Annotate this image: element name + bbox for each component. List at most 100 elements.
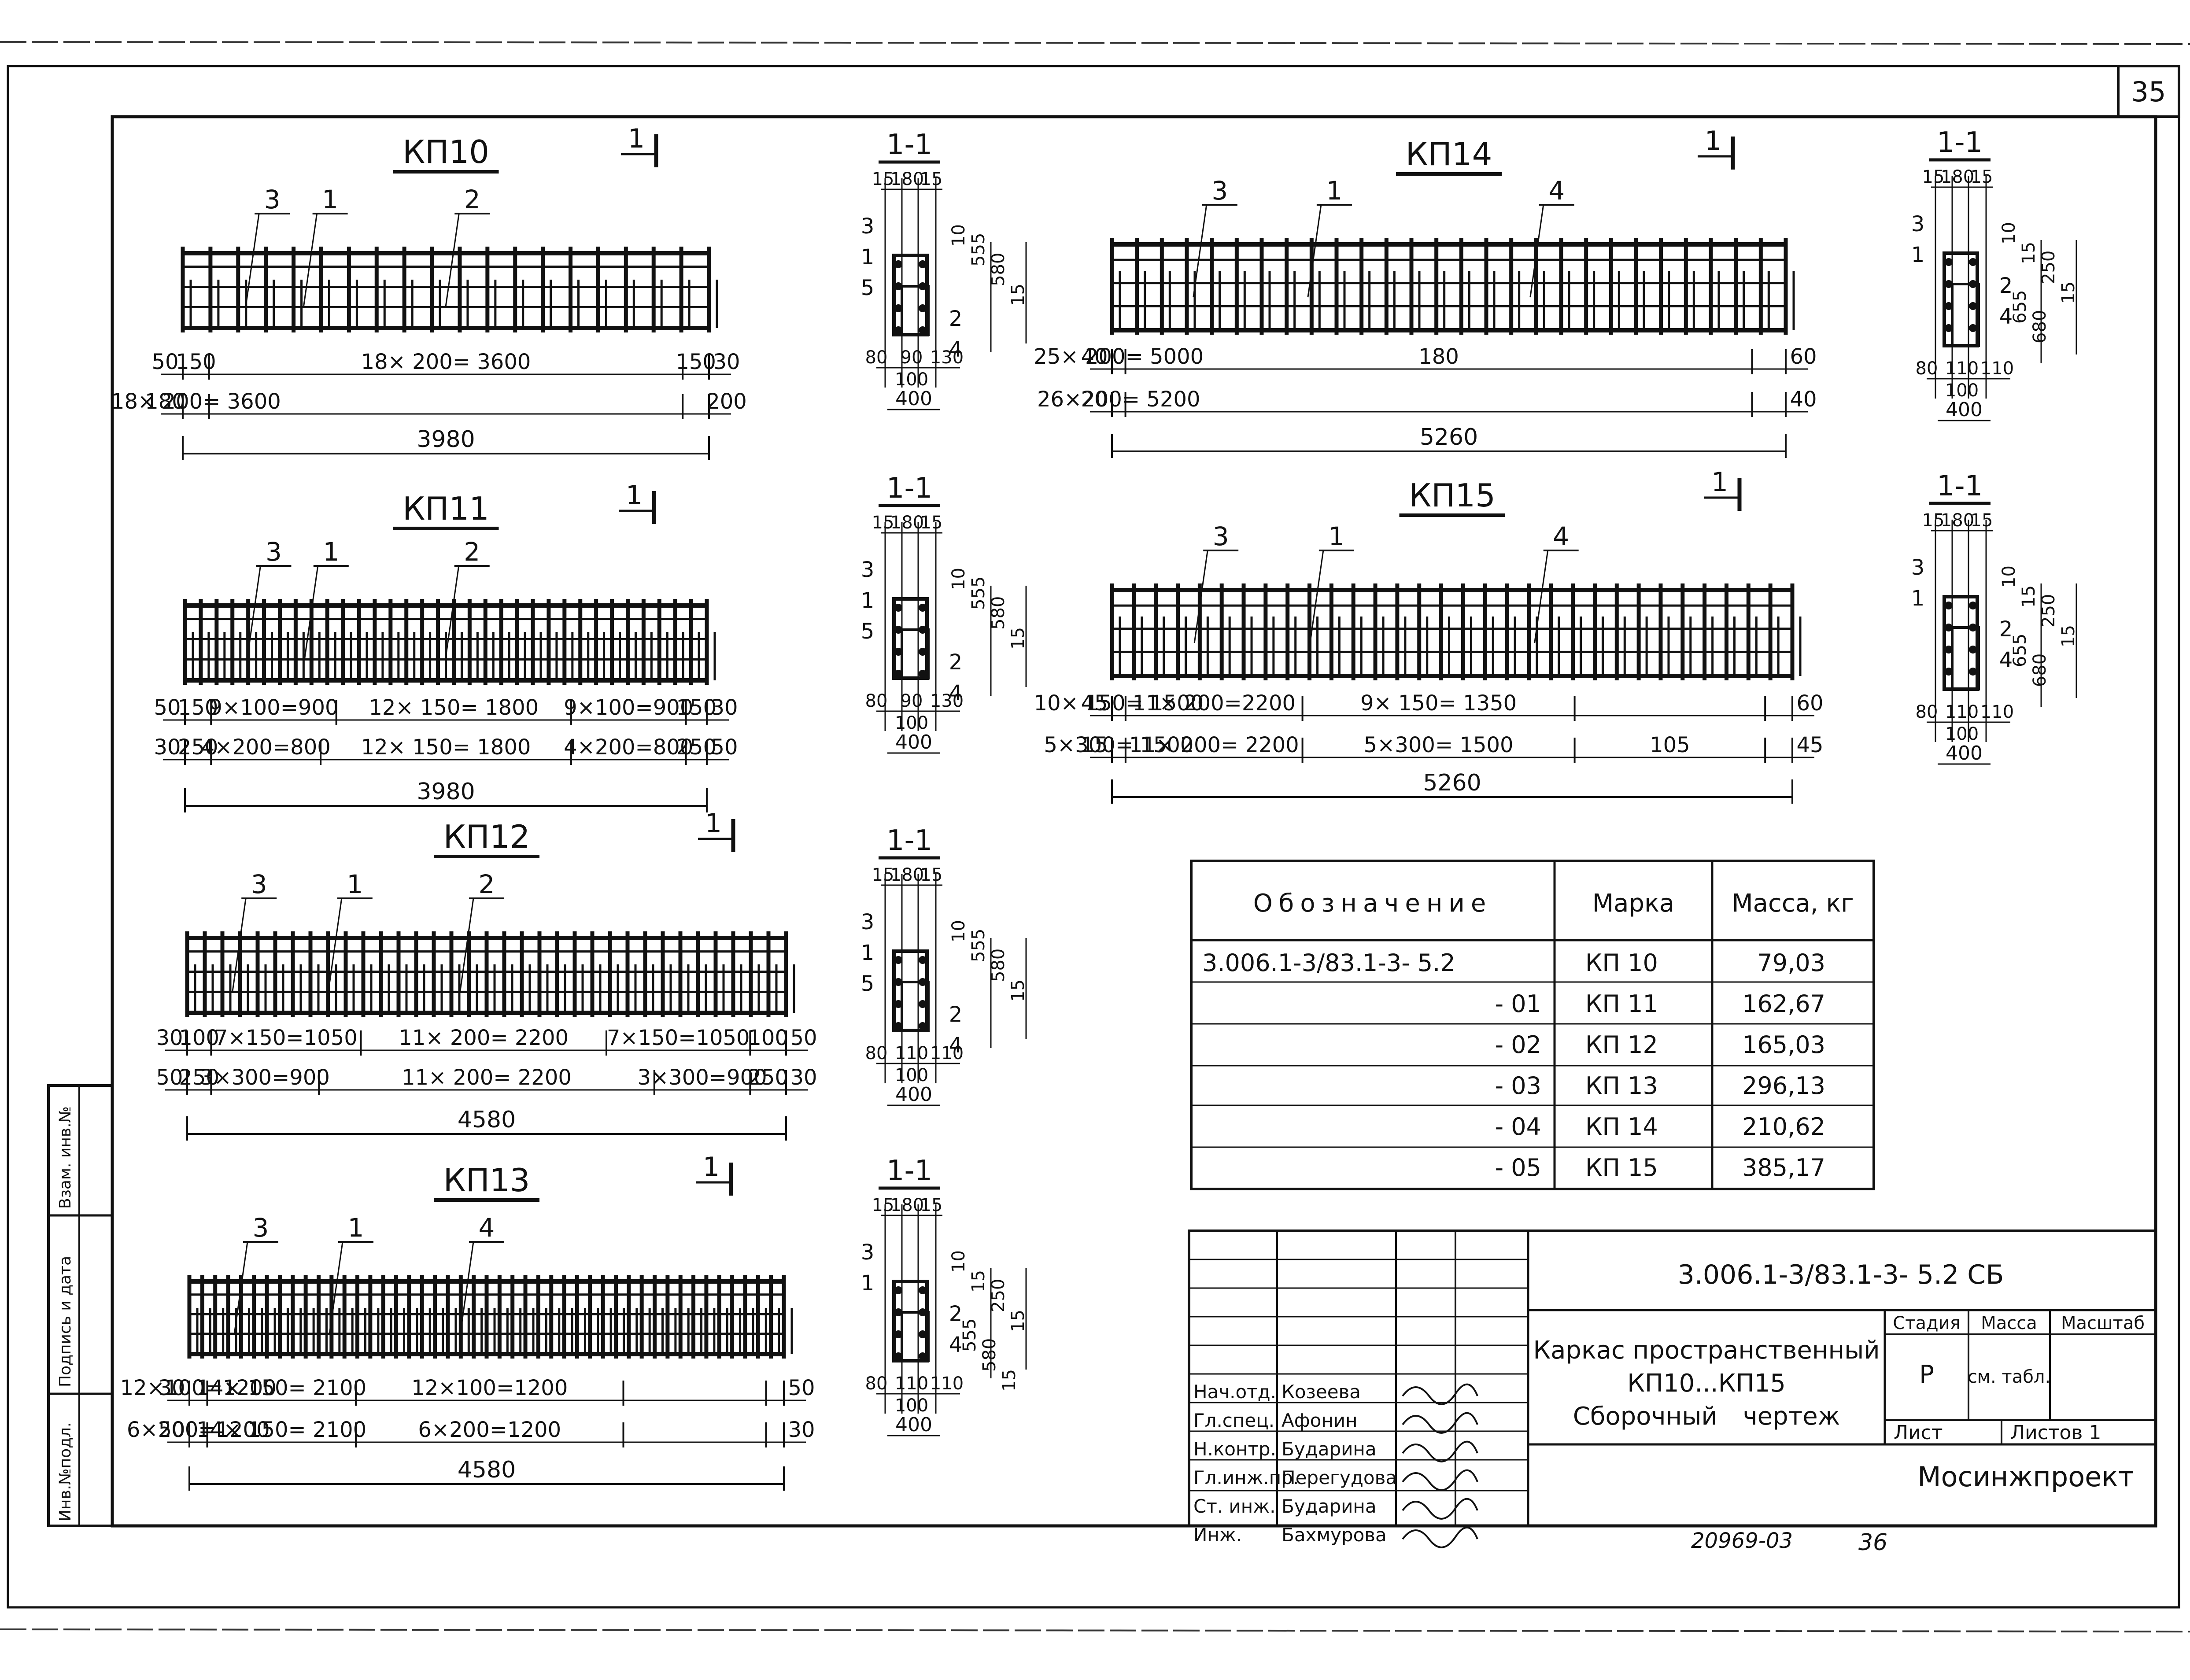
- dimension-label: 10: [949, 1250, 969, 1273]
- section-leader-label: 1: [861, 1271, 875, 1296]
- dimension-label: 10: [949, 224, 969, 247]
- dimension-label: 15: [2058, 281, 2079, 304]
- rebar-dot: [1945, 258, 1953, 266]
- spec-designation: - 02: [1495, 1031, 1541, 1059]
- leader-label: 3: [264, 185, 281, 214]
- rebar-dot: [1969, 624, 1977, 631]
- dimension-label: 555: [960, 1318, 980, 1352]
- section-inner-cage: [1951, 626, 1980, 690]
- rebar-dot: [1969, 302, 1977, 310]
- leader-label: 2: [464, 185, 480, 214]
- section-leader-label: 5: [861, 276, 875, 300]
- leader-label: 1: [347, 869, 363, 899]
- rebar-dot: [1945, 302, 1953, 310]
- dimension-label: 15: [1971, 167, 1993, 187]
- dimension-label: 110: [1980, 358, 2014, 379]
- section-width-label: 400: [895, 1083, 932, 1106]
- rebar-dot: [894, 956, 902, 964]
- dimension-label: 15: [1081, 733, 1108, 757]
- top-edge: [0, 41, 2190, 45]
- dimension-label: 9×100=900: [564, 695, 693, 720]
- rebar-dot: [894, 282, 902, 290]
- specification-table: Обозначение Марка Масса, кг 3.006.1-3/83…: [1190, 860, 1875, 1190]
- dimension-label: 50: [158, 1418, 185, 1442]
- sheet-number: 35: [2131, 76, 2166, 108]
- dimension-label: 15: [920, 1195, 943, 1215]
- section-inner-cage: [901, 981, 930, 1032]
- dimension-label: 100: [895, 713, 928, 733]
- leader-label: 1: [322, 185, 338, 214]
- dimension-label: 150: [178, 695, 218, 720]
- section-title: 1-1: [1937, 126, 1983, 159]
- dimension-label: 30: [788, 1418, 815, 1442]
- organization: Мосинжпроект: [1917, 1461, 2134, 1493]
- dimension-label: 12×100=1200: [120, 1376, 277, 1400]
- spec-mass: 79,03: [1757, 949, 1825, 977]
- rebar-dot: [919, 956, 927, 964]
- rebar-dot: [1945, 624, 1953, 631]
- section-title: 1-1: [886, 472, 933, 505]
- dimension-label: 15: [872, 1195, 894, 1215]
- rebar-dot: [919, 1022, 927, 1030]
- dimension-label: 3×300=900: [200, 1065, 330, 1090]
- section-width-label: 400: [895, 1414, 932, 1436]
- staff-role: Нач.отд.: [1193, 1381, 1276, 1403]
- dimension-label: 100: [748, 1026, 788, 1050]
- stage-value: Р: [1919, 1360, 1934, 1389]
- dimension-label: 180: [1941, 167, 1974, 187]
- dimension-label: 10: [1999, 565, 2019, 588]
- spec-designation: - 01: [1495, 990, 1541, 1018]
- section-leader-label: 4: [949, 1333, 963, 1357]
- dimension-label: 9×100=900: [209, 695, 338, 720]
- section-leader-label: 1: [1911, 243, 1925, 267]
- rebar-dot: [1945, 602, 1953, 609]
- stamp-inv-orig: Инв.№подл.: [56, 1422, 74, 1521]
- section-leader-label: 4: [949, 337, 963, 362]
- doc-code: 3.006.1-3/83.1-3- 5.2 СБ: [1678, 1259, 2004, 1290]
- rebar-dot: [1945, 324, 1953, 332]
- dimension-label: 180: [145, 389, 185, 414]
- leader-line: [1193, 204, 1208, 298]
- dimension-label: 30: [156, 1026, 183, 1050]
- dimension-label: 100: [179, 1026, 219, 1050]
- dimension-label: 110: [930, 1374, 964, 1394]
- dimension-label: 15: [1922, 510, 1945, 531]
- dimension-label: 15: [1008, 627, 1028, 650]
- frame-title: КП13: [443, 1162, 530, 1199]
- section-leader-label: 3: [1911, 212, 1925, 236]
- dimension-label: 10: [949, 568, 969, 590]
- spec-designation: - 03: [1495, 1072, 1541, 1100]
- leader-line: [232, 898, 247, 991]
- rebar-dot: [919, 326, 927, 334]
- bottom-edge: [0, 1628, 2190, 1632]
- spec-header-mark: Марка: [1592, 889, 1674, 918]
- dimension-label: 80: [1916, 358, 1938, 379]
- frame-title: КП11: [403, 490, 489, 527]
- dimension-label: 15: [920, 169, 943, 189]
- rebar-dot: [919, 1308, 927, 1316]
- section-width-label: 400: [1946, 742, 1983, 764]
- section-leader-label: 2: [949, 650, 963, 675]
- dimension-label: 100: [1945, 724, 1979, 744]
- cut-label: 1: [705, 808, 722, 839]
- dimension-label: 15: [2019, 242, 2039, 264]
- dimension-label: 150: [676, 350, 716, 374]
- mass-header: Масса: [1981, 1313, 2037, 1333]
- dimension-label: 15: [1971, 510, 1993, 531]
- rebar-dot: [1969, 646, 1977, 654]
- dimension-label: 7×150=1050: [607, 1026, 750, 1050]
- rebar-dot: [894, 1352, 902, 1360]
- dimension-label: 14× 150= 2100: [196, 1418, 366, 1442]
- overall-dimension-label: 3980: [417, 779, 475, 805]
- rebar-dot: [919, 1000, 927, 1008]
- cut-label: 1: [703, 1152, 720, 1182]
- outer-border: [7, 65, 2180, 1609]
- frame-title: КП14: [1406, 136, 1492, 173]
- dimension-label: 14× 150= 2100: [196, 1376, 366, 1400]
- section-leader-label: 5: [861, 619, 875, 644]
- rebar-dot: [894, 648, 902, 656]
- rebar-dot: [1945, 668, 1953, 676]
